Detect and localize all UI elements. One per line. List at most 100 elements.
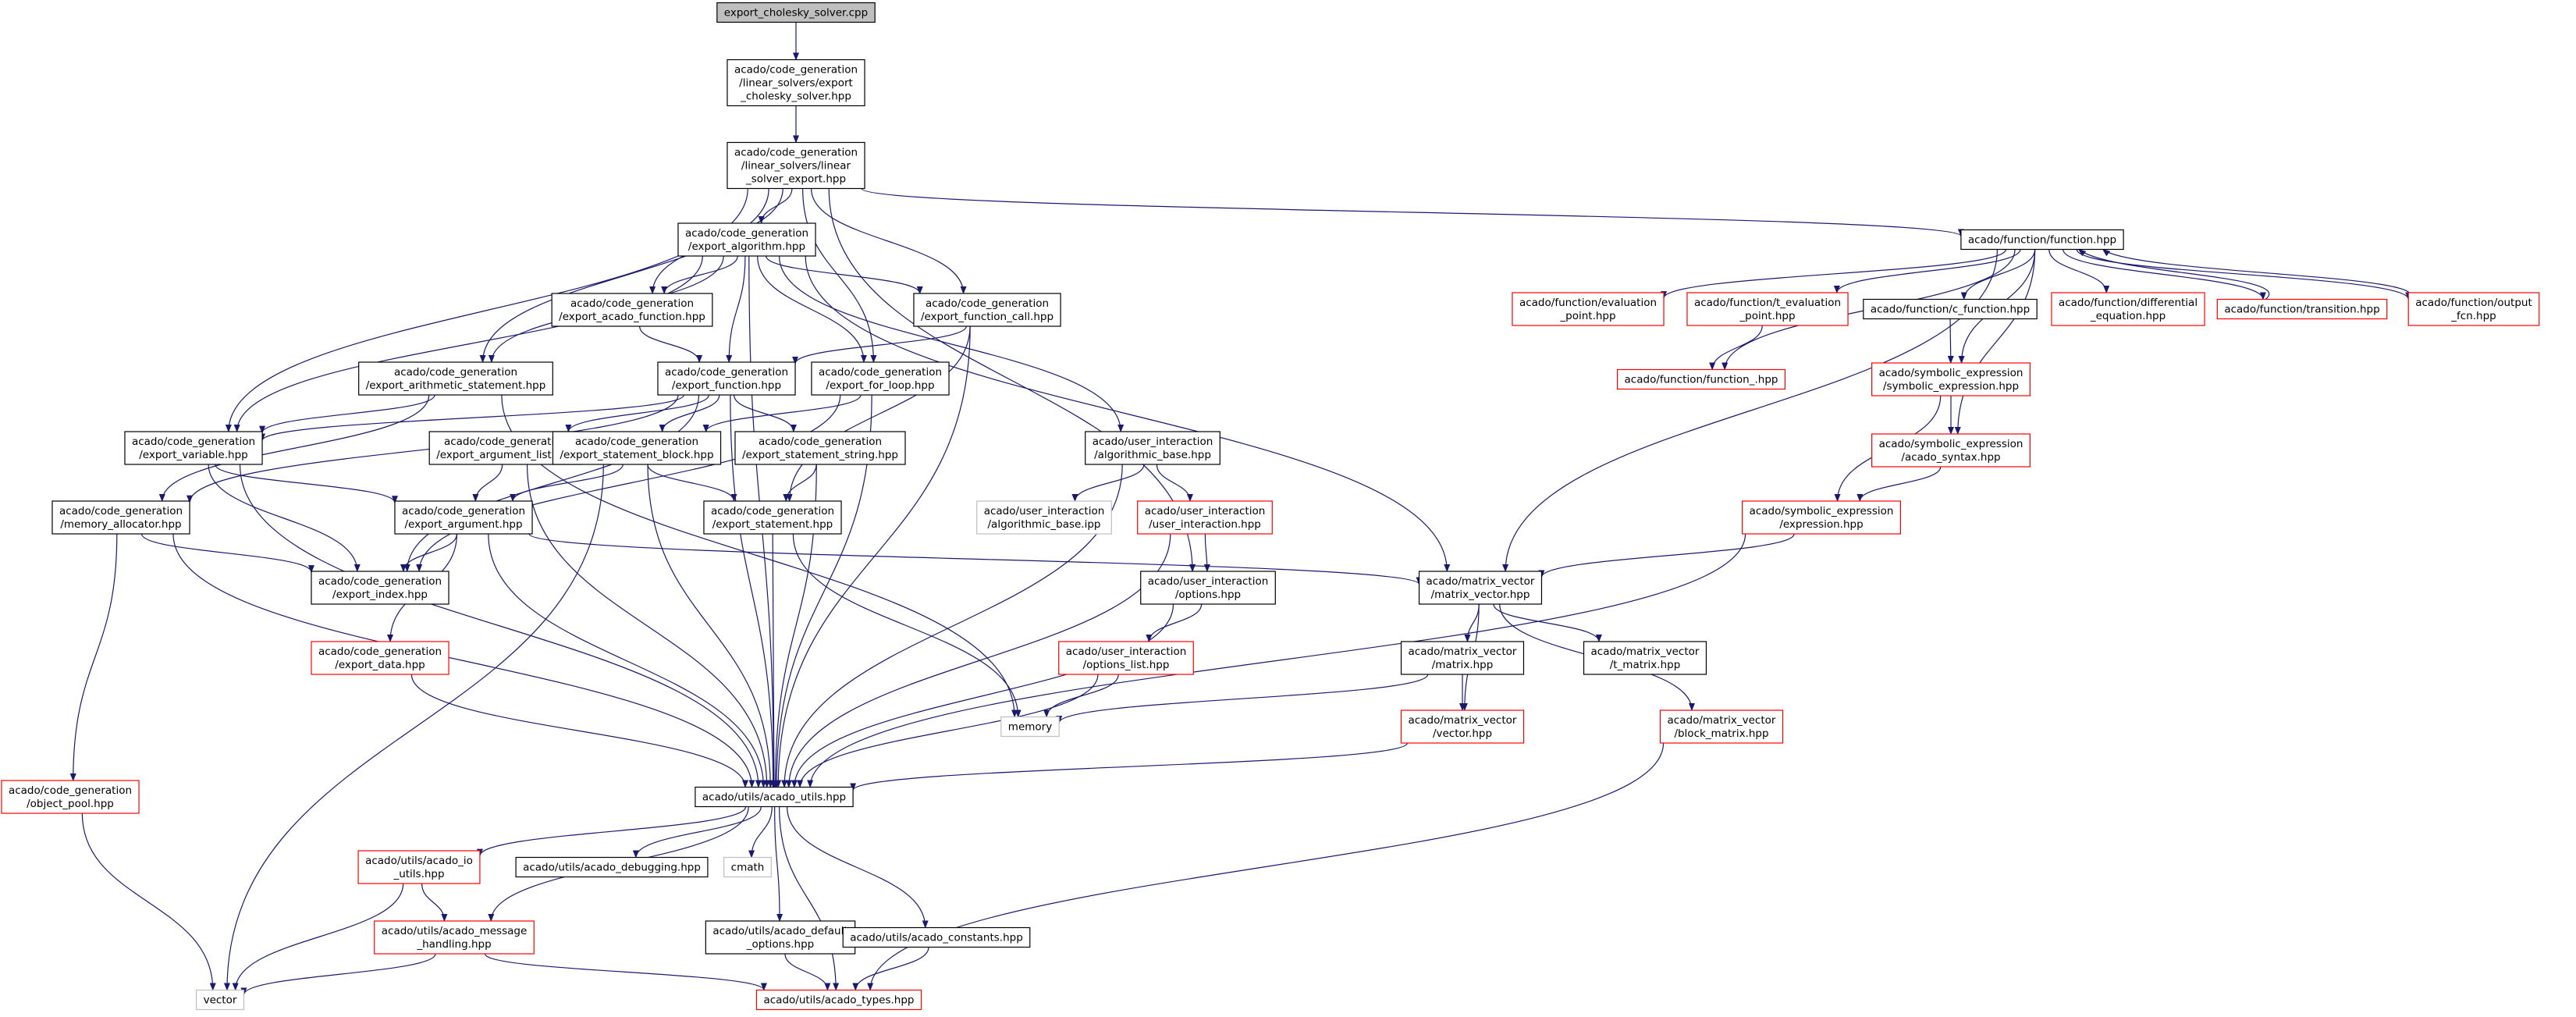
edge-memory-allocator-to-export-index: [140, 533, 314, 574]
edge-expression-to-matrix-vector-hpp: [1538, 533, 1795, 578]
node-box: [394, 500, 533, 535]
node-export-statement-string[interactable]: acado/code_generation/export_statement_s…: [734, 431, 906, 465]
node-label-line: /acado_syntax.hpp: [1901, 451, 2000, 464]
node-c-function[interactable]: acado/function/c_function.hpp: [1863, 298, 2038, 320]
node-algorithmic-base[interactable]: acado/user_interaction/algorithmic_base.…: [1085, 431, 1220, 465]
node-label-line: /matrix_vector.hpp: [1431, 589, 1530, 601]
node-transition[interactable]: acado/function/transition.hpp: [2216, 298, 2388, 320]
node-export-function[interactable]: acado/code_generation/export_function.hp…: [657, 361, 796, 396]
node-object-pool[interactable]: acado/code_generation/object_pool.hpp: [1, 780, 140, 814]
node-root[interactable]: export_cholesky_solver.cpp: [716, 2, 876, 23]
edge-export-statement-block-to-acado-utils: [647, 464, 774, 788]
node-box: [1000, 716, 1060, 738]
node-label-line: acado/code_generation: [759, 436, 882, 448]
edge-acado-io-utils-to-vector-std: [232, 883, 404, 991]
node-label-line: acado/code_generation: [318, 645, 442, 658]
node-t-evaluation-point[interactable]: acado/function/t_evaluation_point.hpp: [1686, 292, 1849, 326]
node-label-line: cmath: [731, 862, 765, 874]
node-algorithmic-base-ipp[interactable]: acado/user_interaction/algorithmic_base.…: [976, 500, 1112, 535]
node-label-line: /linear_solvers/linear: [741, 160, 851, 172]
node-label-line: _equation.hpp: [2090, 310, 2166, 322]
node-label-line: acado/code_generation: [9, 784, 132, 797]
node-cmath[interactable]: cmath: [723, 856, 772, 878]
node-export-statement[interactable]: acado/code_generation/export_statement.h…: [703, 500, 842, 535]
node-matrix-hpp[interactable]: acado/matrix_vector/matrix.hpp: [1400, 641, 1525, 675]
node-differential-equation[interactable]: acado/function/differential_equation.hpp: [2051, 292, 2205, 326]
node-options-hpp[interactable]: acado/user_interaction/options.hpp: [1140, 571, 1276, 605]
node-acado-default-options[interactable]: acado/utils/acado_default_options.hpp: [705, 920, 856, 955]
node-label-line: acado/code_generation: [819, 366, 942, 379]
node-export-index[interactable]: acado/code_generation/export_index.hpp: [311, 571, 449, 605]
node-label-line: /object_pool.hpp: [27, 798, 114, 810]
node-label-line: /export_data.hpp: [335, 659, 425, 671]
node-label-line: acado/code_generation: [570, 297, 694, 310]
node-label-line: _options.hpp: [746, 938, 814, 951]
node-function-[interactable]: acado/function/function_.hpp: [1616, 368, 1786, 390]
node-memory-allocator[interactable]: acado/code_generation/memory_allocator.h…: [52, 500, 190, 535]
node-vector-std[interactable]: vector: [195, 989, 245, 1011]
node-export-algorithm[interactable]: acado/code_generation/export_algorithm.h…: [677, 222, 816, 257]
node-linear-solver-export[interactable]: acado/code_generation/linear_solvers/lin…: [727, 141, 865, 190]
node-label-line: _point.hpp: [1559, 310, 1615, 322]
node-expression[interactable]: acado/symbolic_expression/expression.hpp: [1741, 500, 1902, 535]
node-output-fcn[interactable]: acado/function/output_fcn.hpp: [2407, 292, 2540, 326]
edge-export-statement-to-memory: [792, 533, 1022, 718]
node-t-matrix[interactable]: acado/matrix_vector/t_matrix.hpp: [1583, 641, 1707, 675]
node-box: [2051, 292, 2205, 326]
node-label-line: acado/utils/acado_message: [382, 925, 528, 937]
node-label-line: acado/utils/acado_constants.hpp: [850, 932, 1023, 944]
node-memory[interactable]: memory: [1000, 716, 1060, 738]
edge-block-matrix-to-acado-types: [867, 742, 1665, 991]
edge-transition-to-function-hpp: [2077, 248, 2269, 300]
node-box: [1616, 368, 1786, 390]
node-options-list[interactable]: acado/user_interaction/options_list.hpp: [1058, 641, 1194, 675]
node-box: [374, 920, 535, 955]
node-vector-hpp[interactable]: acado/matrix_vector/vector.hpp: [1400, 709, 1525, 744]
edge-function-hpp-to-acado-syntax: [1954, 249, 2036, 435]
node-box: [52, 500, 190, 535]
edge-options-hpp-to-options-list: [1146, 603, 1203, 642]
node-block-matrix[interactable]: acado/matrix_vector/block_matrix.hpp: [1659, 709, 1784, 744]
node-export-acado-function[interactable]: acado/code_generation/export_acado_funct…: [551, 293, 713, 327]
node-export-argument[interactable]: acado/code_generation/export_argument.hp…: [394, 500, 533, 535]
node-box: [1, 780, 140, 814]
node-symbolic-expression[interactable]: acado/symbolic_expression/symbolic_expre…: [1871, 362, 2031, 396]
edge-acado-default-options-to-acado-types: [784, 953, 831, 991]
node-function-hpp[interactable]: acado/function/function.hpp: [1960, 229, 2124, 251]
node-acado-types[interactable]: acado/utils/acado_types.hpp: [755, 989, 922, 1011]
node-acado-syntax[interactable]: acado/symbolic_expression/acado_syntax.h…: [1871, 433, 2031, 468]
node-box: [976, 500, 1112, 535]
node-export-data[interactable]: acado/code_generation/export_data.hpp: [311, 641, 449, 675]
node-cholesky-hpp[interactable]: acado/code_generation/linear_solvers/exp…: [727, 59, 865, 107]
node-box: [1871, 433, 2031, 468]
node-label-line: /export_argument_list.hpp: [436, 449, 575, 461]
node-export-function-call[interactable]: acado/code_generation/export_function_ca…: [913, 293, 1061, 327]
node-label-line: _cholesky_solver.hpp: [740, 91, 851, 103]
node-label-line: acado/function/t_evaluation: [1694, 297, 1841, 309]
node-acado-constants[interactable]: acado/utils/acado_constants.hpp: [842, 926, 1031, 948]
edge-export-algorithm-to-matrix-vector-hpp: [805, 255, 1451, 572]
node-label-line: /export_function_call.hpp: [921, 311, 1053, 323]
node-box: [1960, 229, 2124, 251]
node-export-for-loop[interactable]: acado/code_generation/export_for_loop.hp…: [811, 361, 950, 396]
edge-vector-hpp-to-acado-utils: [850, 742, 1409, 791]
node-export-variable[interactable]: acado/code_generation/export_variable.hp…: [124, 431, 263, 465]
node-label-line: /export_argument.hpp: [404, 518, 522, 531]
edge-function-hpp-to-transition: [2063, 249, 2266, 300]
edge-linear-solver-export-to-export-for-loop: [802, 188, 877, 363]
node-acado-utils[interactable]: acado/utils/acado_utils.hpp: [695, 786, 854, 808]
edge-matrix-vector-hpp-to-t-matrix: [1493, 603, 1602, 642]
node-label-line: acado/matrix_vector: [1409, 645, 1517, 658]
edge-export-argument-to-acado-utils: [488, 533, 767, 788]
node-user-interaction-hpp[interactable]: acado/user_interaction/user_interaction.…: [1137, 500, 1273, 535]
edge-linear-solver-export-to-options-hpp: [828, 188, 1196, 572]
node-export-statement-block[interactable]: acado/code_generation/export_statement_b…: [552, 431, 722, 465]
node-acado-debugging[interactable]: acado/utils/acado_debugging.hpp: [515, 856, 709, 878]
node-label-line: _point.hpp: [1739, 310, 1795, 322]
node-box: [734, 431, 906, 465]
node-evaluation-point[interactable]: acado/function/evaluation_point.hpp: [1512, 292, 1665, 326]
node-export-arithmetic-statement[interactable]: acado/code_generation/export_arithmetic_…: [358, 361, 553, 396]
node-matrix-vector-hpp[interactable]: acado/matrix_vector/matrix_vector.hpp: [1418, 571, 1543, 605]
node-acado-message-handling[interactable]: acado/utils/acado_message_handling.hpp: [374, 920, 535, 955]
node-acado-io-utils[interactable]: acado/utils/acado_io_utils.hpp: [357, 850, 481, 884]
